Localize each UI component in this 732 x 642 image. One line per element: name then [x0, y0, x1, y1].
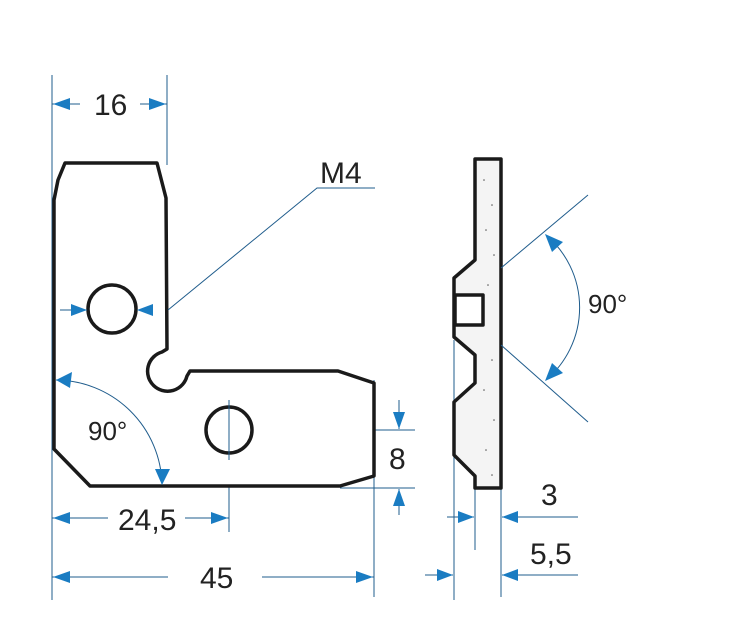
side-hole — [453, 293, 485, 327]
label-16: 16 — [94, 89, 127, 122]
hole-m4-upper — [86, 283, 138, 335]
dimension-16: 16 — [52, 89, 167, 122]
thread-callout: M4 — [60, 157, 375, 316]
dimension-24-5: 24,5 — [52, 504, 229, 537]
label-3: 3 — [541, 479, 558, 512]
label-5-5: 5,5 — [530, 538, 572, 571]
label-angle-front: 90° — [88, 416, 127, 446]
angle-side: 90° — [500, 194, 627, 423]
dimension-8: 8 — [389, 400, 406, 515]
dimension-45: 45 — [52, 562, 374, 595]
dimension-3: 3 — [447, 479, 578, 523]
dimension-5-5: 5,5 — [425, 538, 578, 581]
label-m4: M4 — [320, 157, 362, 190]
label-45: 45 — [200, 562, 233, 595]
label-24-5: 24,5 — [118, 504, 176, 537]
label-angle-side: 90° — [588, 289, 627, 319]
angle-front: 90° — [55, 372, 170, 485]
bracket-front-view — [52, 161, 376, 488]
material-dots — [483, 179, 495, 476]
label-8: 8 — [389, 443, 406, 476]
